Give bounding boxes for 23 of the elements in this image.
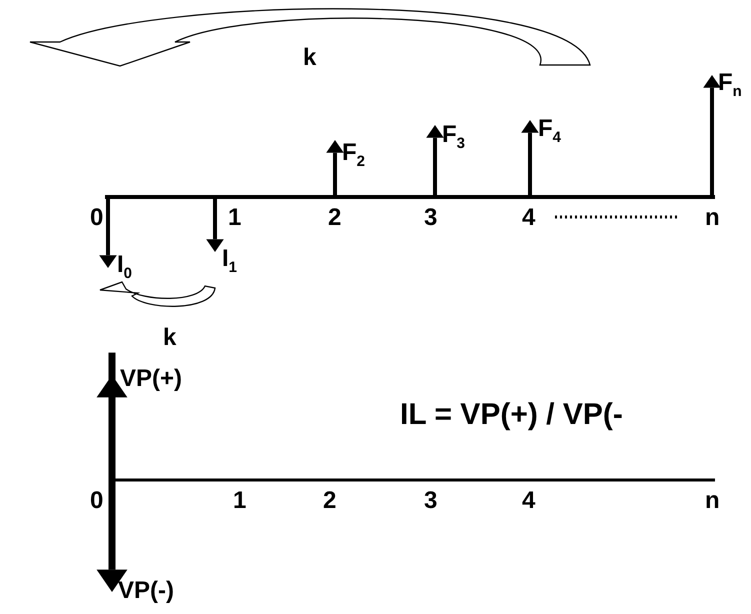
period-number: 1	[228, 205, 242, 231]
period-number: 3	[424, 205, 438, 231]
rate-label: k	[163, 325, 176, 351]
period-number: 4	[522, 488, 536, 514]
cash-flow-label: F$_{3}$	[442, 122, 466, 154]
period-number: 2	[328, 205, 342, 231]
cash-flow-label: VP(+)	[120, 366, 182, 392]
cash-flow-label: VP(-)	[118, 578, 174, 604]
period-number: 2	[323, 488, 336, 514]
period-number: 3	[424, 488, 438, 514]
cash-flow-label: F$_{4}$	[538, 116, 562, 148]
period-number: 0	[90, 205, 104, 231]
period-number: 0	[90, 488, 104, 514]
period-number: 4	[522, 205, 536, 231]
period-number: n	[705, 488, 720, 514]
cash-flow-label: F$_{2}$	[342, 140, 366, 172]
cash-flow-label: I$_{1}$	[222, 246, 238, 278]
period-number: n	[705, 205, 720, 231]
period-number: 1	[233, 488, 246, 514]
cash-flow-label: F$_{n}$	[718, 70, 742, 102]
cash-flow-label: I$_{0}$	[117, 252, 132, 284]
rate-label: k	[303, 45, 316, 71]
formula-text: IL = VP(+) / VP(-	[400, 398, 623, 432]
